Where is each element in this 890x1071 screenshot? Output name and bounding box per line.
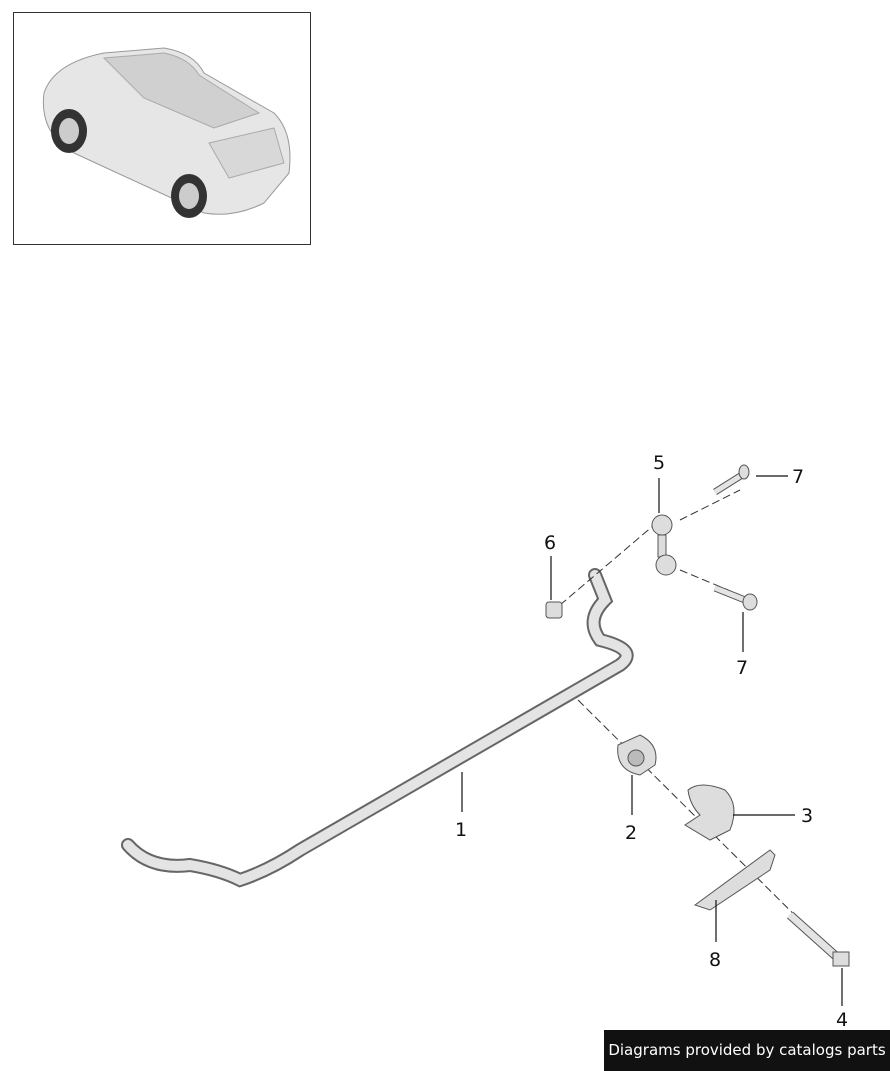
callout-1[interactable]: 1 <box>455 819 467 841</box>
credit-banner: Diagrams provided by catalogs parts <box>604 1030 890 1071</box>
vehicle-thumbnail[interactable] <box>13 12 311 245</box>
part-bolt-7-top[interactable] <box>713 464 750 495</box>
stabilizer-bar[interactable] <box>121 568 634 888</box>
callout-7-top[interactable]: 7 <box>792 466 804 488</box>
part-bolt-7-bottom[interactable] <box>713 584 758 611</box>
part-clamp-3[interactable] <box>684 784 735 841</box>
part-nut-6[interactable] <box>545 601 563 619</box>
callout-3[interactable]: 3 <box>801 805 813 827</box>
part-bushing-2[interactable] <box>617 734 657 776</box>
callout-2[interactable]: 2 <box>625 822 637 844</box>
assembly-lines <box>559 489 841 961</box>
car-illustration <box>42 47 291 218</box>
callout-8[interactable]: 8 <box>709 949 721 971</box>
callout-6[interactable]: 6 <box>544 532 556 554</box>
callout-5[interactable]: 5 <box>653 452 665 474</box>
callout-7-bottom[interactable]: 7 <box>736 657 748 679</box>
callout-4[interactable]: 4 <box>836 1009 848 1031</box>
part-bracket-8[interactable] <box>693 849 776 911</box>
part-link-5[interactable] <box>651 514 677 576</box>
part-bolt-4[interactable] <box>786 911 850 967</box>
leader-lines <box>461 475 843 1006</box>
